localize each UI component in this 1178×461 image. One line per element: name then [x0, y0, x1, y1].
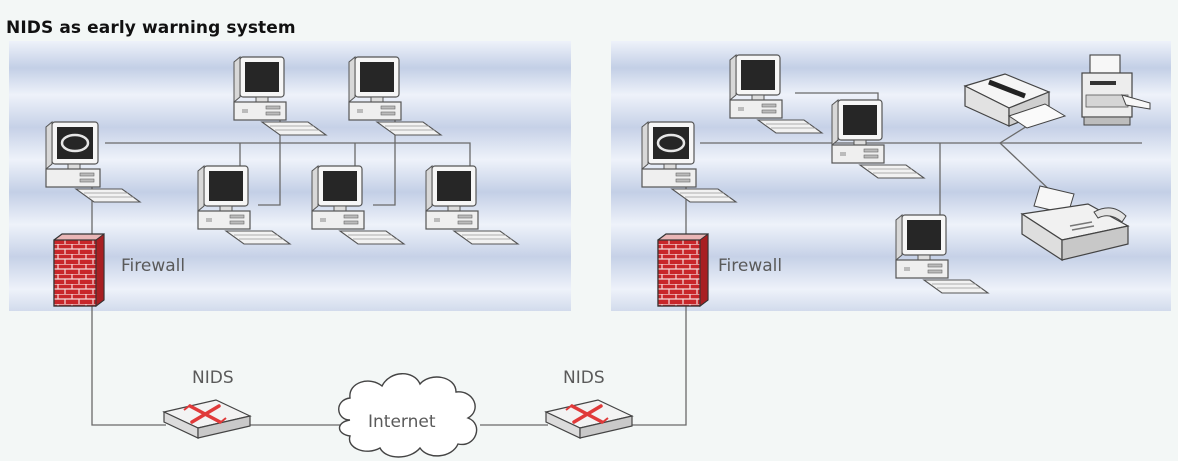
fax-machine-icon [1020, 185, 1130, 262]
firewall-right-label: Firewall [718, 256, 783, 276]
nids-device-left [162, 398, 252, 440]
internet-cloud-icon [338, 373, 478, 458]
nids-device-right [544, 398, 634, 440]
firewall-left-label: Firewall [121, 256, 186, 276]
laser-printer-icon [1081, 54, 1151, 126]
printer-icon [963, 73, 1067, 129]
firewall-right [657, 233, 709, 307]
diagram-title: NIDS as early warning system [6, 18, 296, 38]
nids-right-label: NIDS [563, 368, 605, 388]
internet-label: Internet [368, 412, 436, 432]
nids-left-label: NIDS [192, 368, 234, 388]
firewall-left [53, 233, 105, 307]
